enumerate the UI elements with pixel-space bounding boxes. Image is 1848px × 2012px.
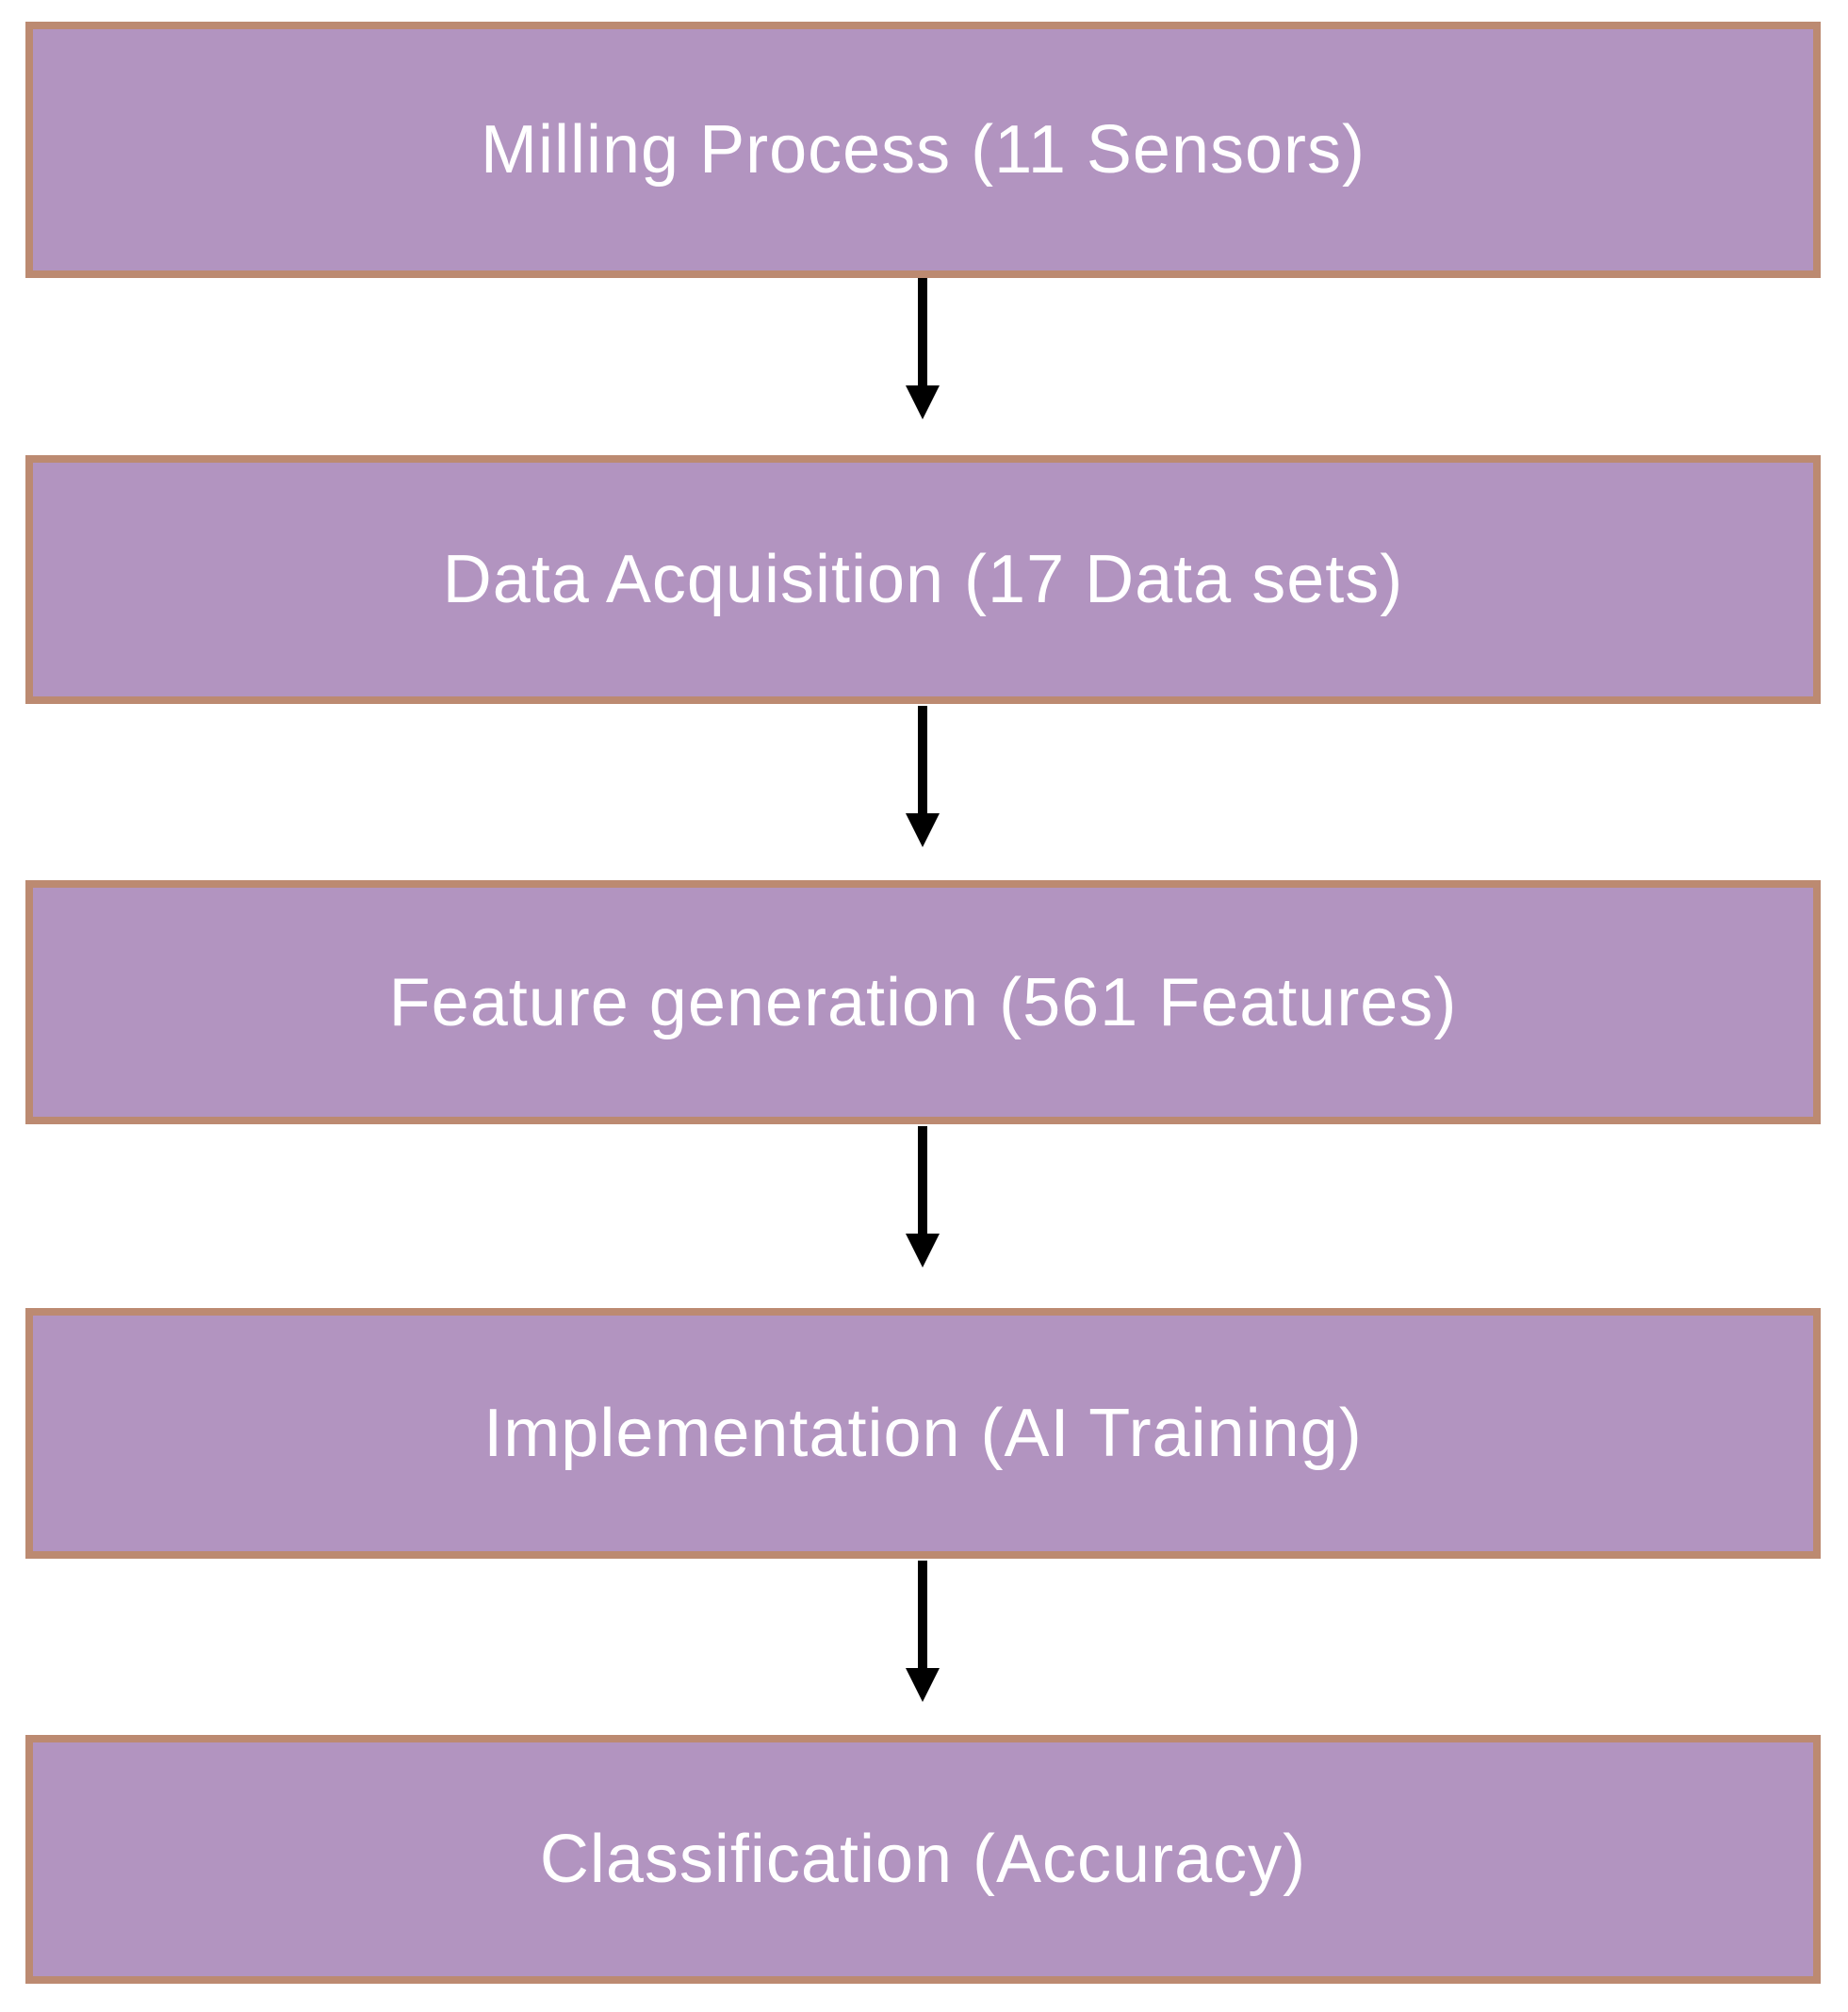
flow-step-implementation: Implementation (AI Training)	[25, 1308, 1821, 1559]
arrow-shaft	[918, 706, 927, 813]
down-arrow-icon	[904, 278, 941, 419]
flow-step-label: Milling Process (11 Sensors)	[481, 112, 1366, 188]
flow-step-data-acquisition: Data Acquisition (17 Data sets)	[25, 455, 1821, 704]
arrow-shaft	[918, 1561, 927, 1668]
arrow-shaft	[918, 1126, 927, 1234]
arrow-shaft	[918, 278, 927, 385]
flow-step-label: Data Acquisition (17 Data sets)	[442, 542, 1404, 617]
down-arrow-icon	[904, 706, 941, 847]
flow-step-milling-process: Milling Process (11 Sensors)	[25, 22, 1821, 278]
flow-step-label: Implementation (AI Training)	[483, 1396, 1363, 1471]
arrow-head	[906, 385, 940, 419]
down-arrow-icon	[904, 1126, 941, 1268]
down-arrow-icon	[904, 1561, 941, 1702]
flow-step-label: Feature generation (561 Features)	[388, 964, 1458, 1040]
arrow-head	[906, 1668, 940, 1702]
flow-step-label: Classification (Accuracy)	[539, 1822, 1307, 1897]
flow-step-feature-generation: Feature generation (561 Features)	[25, 880, 1821, 1124]
arrow-head	[906, 813, 940, 847]
arrow-head	[906, 1234, 940, 1268]
flow-step-classification: Classification (Accuracy)	[25, 1735, 1821, 1984]
